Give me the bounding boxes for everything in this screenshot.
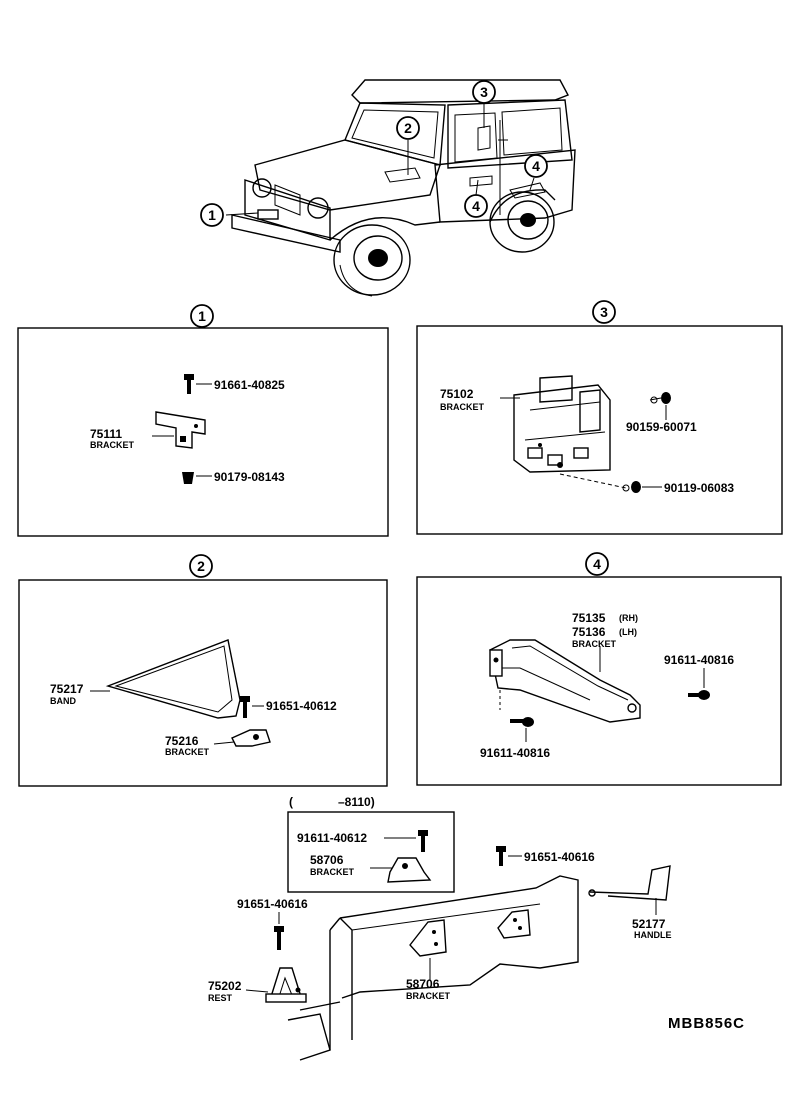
bracket-75135-icon <box>489 639 641 723</box>
panel-4: 4 75135 (RH) 75136 (LH) BRACKET 91611-40… <box>416 552 782 786</box>
svg-text:4: 4 <box>472 198 480 214</box>
bottom-assembly: ( –8110) 91611-40612 58706 BRACKET <box>208 795 745 1061</box>
part-75217: 75217 <box>50 682 84 696</box>
bracket-75216-icon <box>231 729 271 747</box>
name-75135: BRACKET <box>572 639 617 649</box>
svg-text:2: 2 <box>404 120 412 136</box>
part-75135: 75135 <box>572 611 606 625</box>
inset-label-range: –8110) <box>338 795 375 809</box>
inset-box <box>287 811 455 893</box>
hinge-icon <box>497 909 531 939</box>
svg-text:2: 2 <box>197 558 205 574</box>
part-75216: 75216 <box>165 734 199 748</box>
part-75102: 75102 <box>440 387 474 401</box>
bolt-icon <box>510 717 534 727</box>
svg-text:3: 3 <box>480 84 488 100</box>
panel-2: 2 75217 BAND 91651-40612 75216 BRACKET <box>18 554 388 787</box>
bolt-icon <box>688 690 710 700</box>
name-58706-inset: BRACKET <box>310 867 355 877</box>
panel-1: 1 91661-40825 75111 BRACKET 90179-08143 <box>17 304 389 537</box>
name-58706: BRACKET <box>406 991 451 1001</box>
callout-3-vehicle: 3 <box>472 80 496 128</box>
part-91651-40616-top: 91651-40616 <box>524 850 595 864</box>
bolt-icon <box>274 926 284 950</box>
name-75216: BRACKET <box>165 747 210 757</box>
part-90159-60071: 90159-60071 <box>626 420 697 434</box>
part-91651-40612: 91651-40612 <box>266 699 337 713</box>
panel-3: 3 75102 BRACKET 90159-60071 <box>416 300 783 535</box>
nut-icon <box>182 472 194 484</box>
name-75102: BRACKET <box>440 402 485 412</box>
part-58706-inset: 58706 <box>310 853 344 867</box>
clip-icon <box>622 481 641 493</box>
part-91611-40612: 91611-40612 <box>297 831 367 845</box>
callout-2-vehicle: 2 <box>396 116 420 175</box>
svg-text:1: 1 <box>198 308 206 324</box>
part-75136: 75136 <box>572 625 606 639</box>
callout-1-vehicle: 1 <box>200 203 259 227</box>
bolt-icon <box>418 830 428 852</box>
bolt-icon <box>240 696 250 718</box>
callout-4-vehicle-fender: 4 <box>524 154 548 191</box>
part-91651-40616-left: 91651-40616 <box>237 897 308 911</box>
callout-4-vehicle-door: 4 <box>464 179 488 218</box>
svg-text:4: 4 <box>593 556 601 572</box>
name-75217: BAND <box>50 696 76 706</box>
part-90119-06083: 90119-06083 <box>664 481 734 495</box>
rest-75202-icon <box>265 967 307 1003</box>
svg-text:3: 3 <box>600 304 608 320</box>
vehicle-illustration <box>231 79 576 297</box>
tailgate-panel <box>287 875 579 1061</box>
bolt-icon <box>496 846 506 866</box>
name-75202: REST <box>208 993 233 1003</box>
bolt-icon <box>184 374 194 394</box>
bracket-75102-icon <box>513 375 611 473</box>
part-91611-40816-left: 91611-40816 <box>480 746 550 760</box>
name-52177: HANDLE <box>634 930 672 940</box>
clip-icon <box>649 392 671 404</box>
handle-52177-icon <box>588 865 671 901</box>
band-75217-icon <box>105 639 241 719</box>
suffix-lh: (LH) <box>619 627 637 637</box>
part-52177: 52177 <box>632 917 666 931</box>
bracket-58706-icon <box>409 919 447 957</box>
part-91661-40825: 91661-40825 <box>214 378 285 392</box>
part-58706: 58706 <box>406 977 440 991</box>
part-75111: 75111 <box>90 427 122 441</box>
inset-label-open: ( <box>289 795 293 809</box>
name-75111: BRACKET <box>90 440 135 450</box>
bracket-75111-icon <box>155 411 206 449</box>
drawing-code: MBB856C <box>668 1015 745 1032</box>
part-90179-08143: 90179-08143 <box>214 470 285 484</box>
svg-text:4: 4 <box>532 158 540 174</box>
part-91611-40816-right: 91611-40816 <box>664 653 734 667</box>
svg-text:1: 1 <box>208 207 216 223</box>
part-75202: 75202 <box>208 979 242 993</box>
suffix-rh: (RH) <box>619 613 638 623</box>
bracket-58706-icon <box>387 857 432 883</box>
